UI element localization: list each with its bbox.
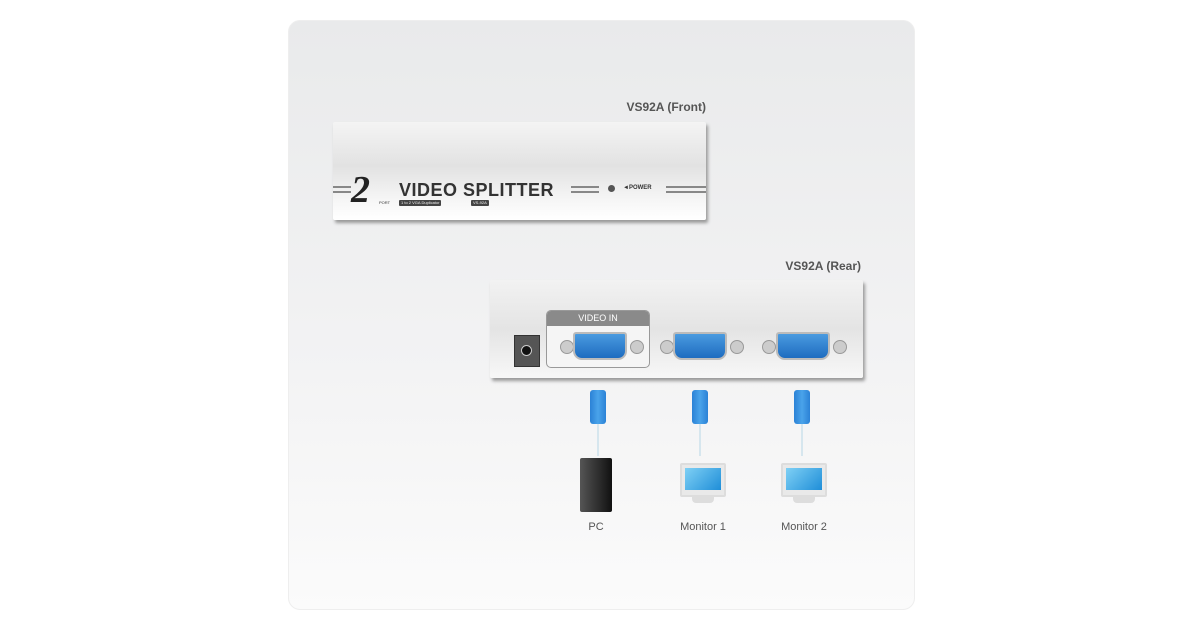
- monitor-stand: [793, 497, 815, 503]
- screw-icon: [730, 340, 744, 354]
- power-jack: [514, 335, 540, 367]
- cable: [597, 424, 599, 456]
- logo-number: 2: [351, 169, 370, 211]
- screw-icon: [630, 340, 644, 354]
- stripe: [571, 186, 599, 193]
- logo-text: VIDEO SPLITTER: [399, 180, 555, 200]
- vga-port-input: [573, 332, 627, 360]
- front-device: 2 PORT VIDEO SPLITTER 1 to 2 VGA Duplica…: [333, 122, 706, 220]
- screw-icon: [560, 340, 574, 354]
- pc-label: PC: [588, 521, 604, 533]
- video-in-label: VIDEO IN: [547, 311, 649, 326]
- vga-port-output-1: [673, 332, 727, 360]
- vga-port-output-2: [776, 332, 830, 360]
- rear-device: VIDEO IN: [490, 280, 863, 378]
- monitor-2-label: Monitor 2: [781, 521, 827, 533]
- logo-port: PORT: [379, 200, 391, 205]
- tag-model: VS-92A: [471, 200, 489, 206]
- monitor-stand: [692, 497, 714, 503]
- rear-title: VS92A (Rear): [785, 259, 861, 273]
- monitor-icon: [781, 463, 827, 497]
- front-title: VS92A (Front): [626, 100, 706, 114]
- power-label: ◄POWER: [623, 185, 652, 191]
- monitor-1-label: Monitor 1: [680, 521, 726, 533]
- power-led: [608, 185, 615, 192]
- screw-icon: [762, 340, 776, 354]
- cable: [699, 424, 701, 456]
- screw-icon: [833, 340, 847, 354]
- cable: [801, 424, 803, 456]
- monitor-icon: [680, 463, 726, 497]
- vga-plug-icon: [692, 390, 708, 424]
- stripe: [666, 186, 706, 193]
- vga-plug-icon: [794, 390, 810, 424]
- screw-icon: [660, 340, 674, 354]
- pc-tower-icon: [580, 458, 612, 512]
- vga-plug-icon: [590, 390, 606, 424]
- tag-duplicator: 1 to 2 VGA Duplicator: [399, 200, 442, 206]
- stripe: [333, 186, 351, 193]
